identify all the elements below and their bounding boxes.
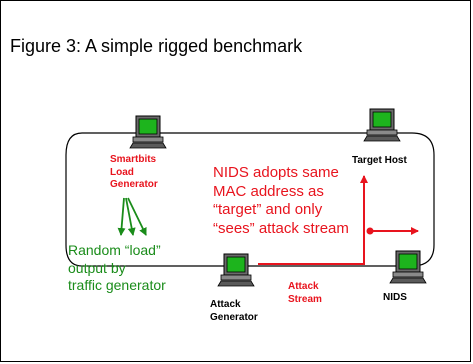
load-arrow <box>117 197 126 236</box>
attack-generator-label: Attack Generator <box>210 299 258 323</box>
load-arrow <box>127 197 147 236</box>
smartbits-label: Smartbits Load Generator <box>110 154 158 190</box>
load-arrow <box>125 197 136 236</box>
computer-icon <box>363 108 401 142</box>
figure-title: Figure 3: A simple rigged benchmark <box>10 36 303 56</box>
nids-label: NIDS <box>383 292 407 303</box>
computer-icon <box>217 253 255 287</box>
random-load-note: Random “load” output by traffic generato… <box>68 242 166 293</box>
computer-icon <box>129 115 167 149</box>
attack-stream-arrow <box>258 175 368 265</box>
target-host-label: Target Host <box>352 155 407 166</box>
computer-icon <box>389 250 427 284</box>
attack-stream-label: Attack Stream <box>288 281 322 305</box>
nids-note: NIDS adopts same MAC address as “target”… <box>213 164 349 237</box>
